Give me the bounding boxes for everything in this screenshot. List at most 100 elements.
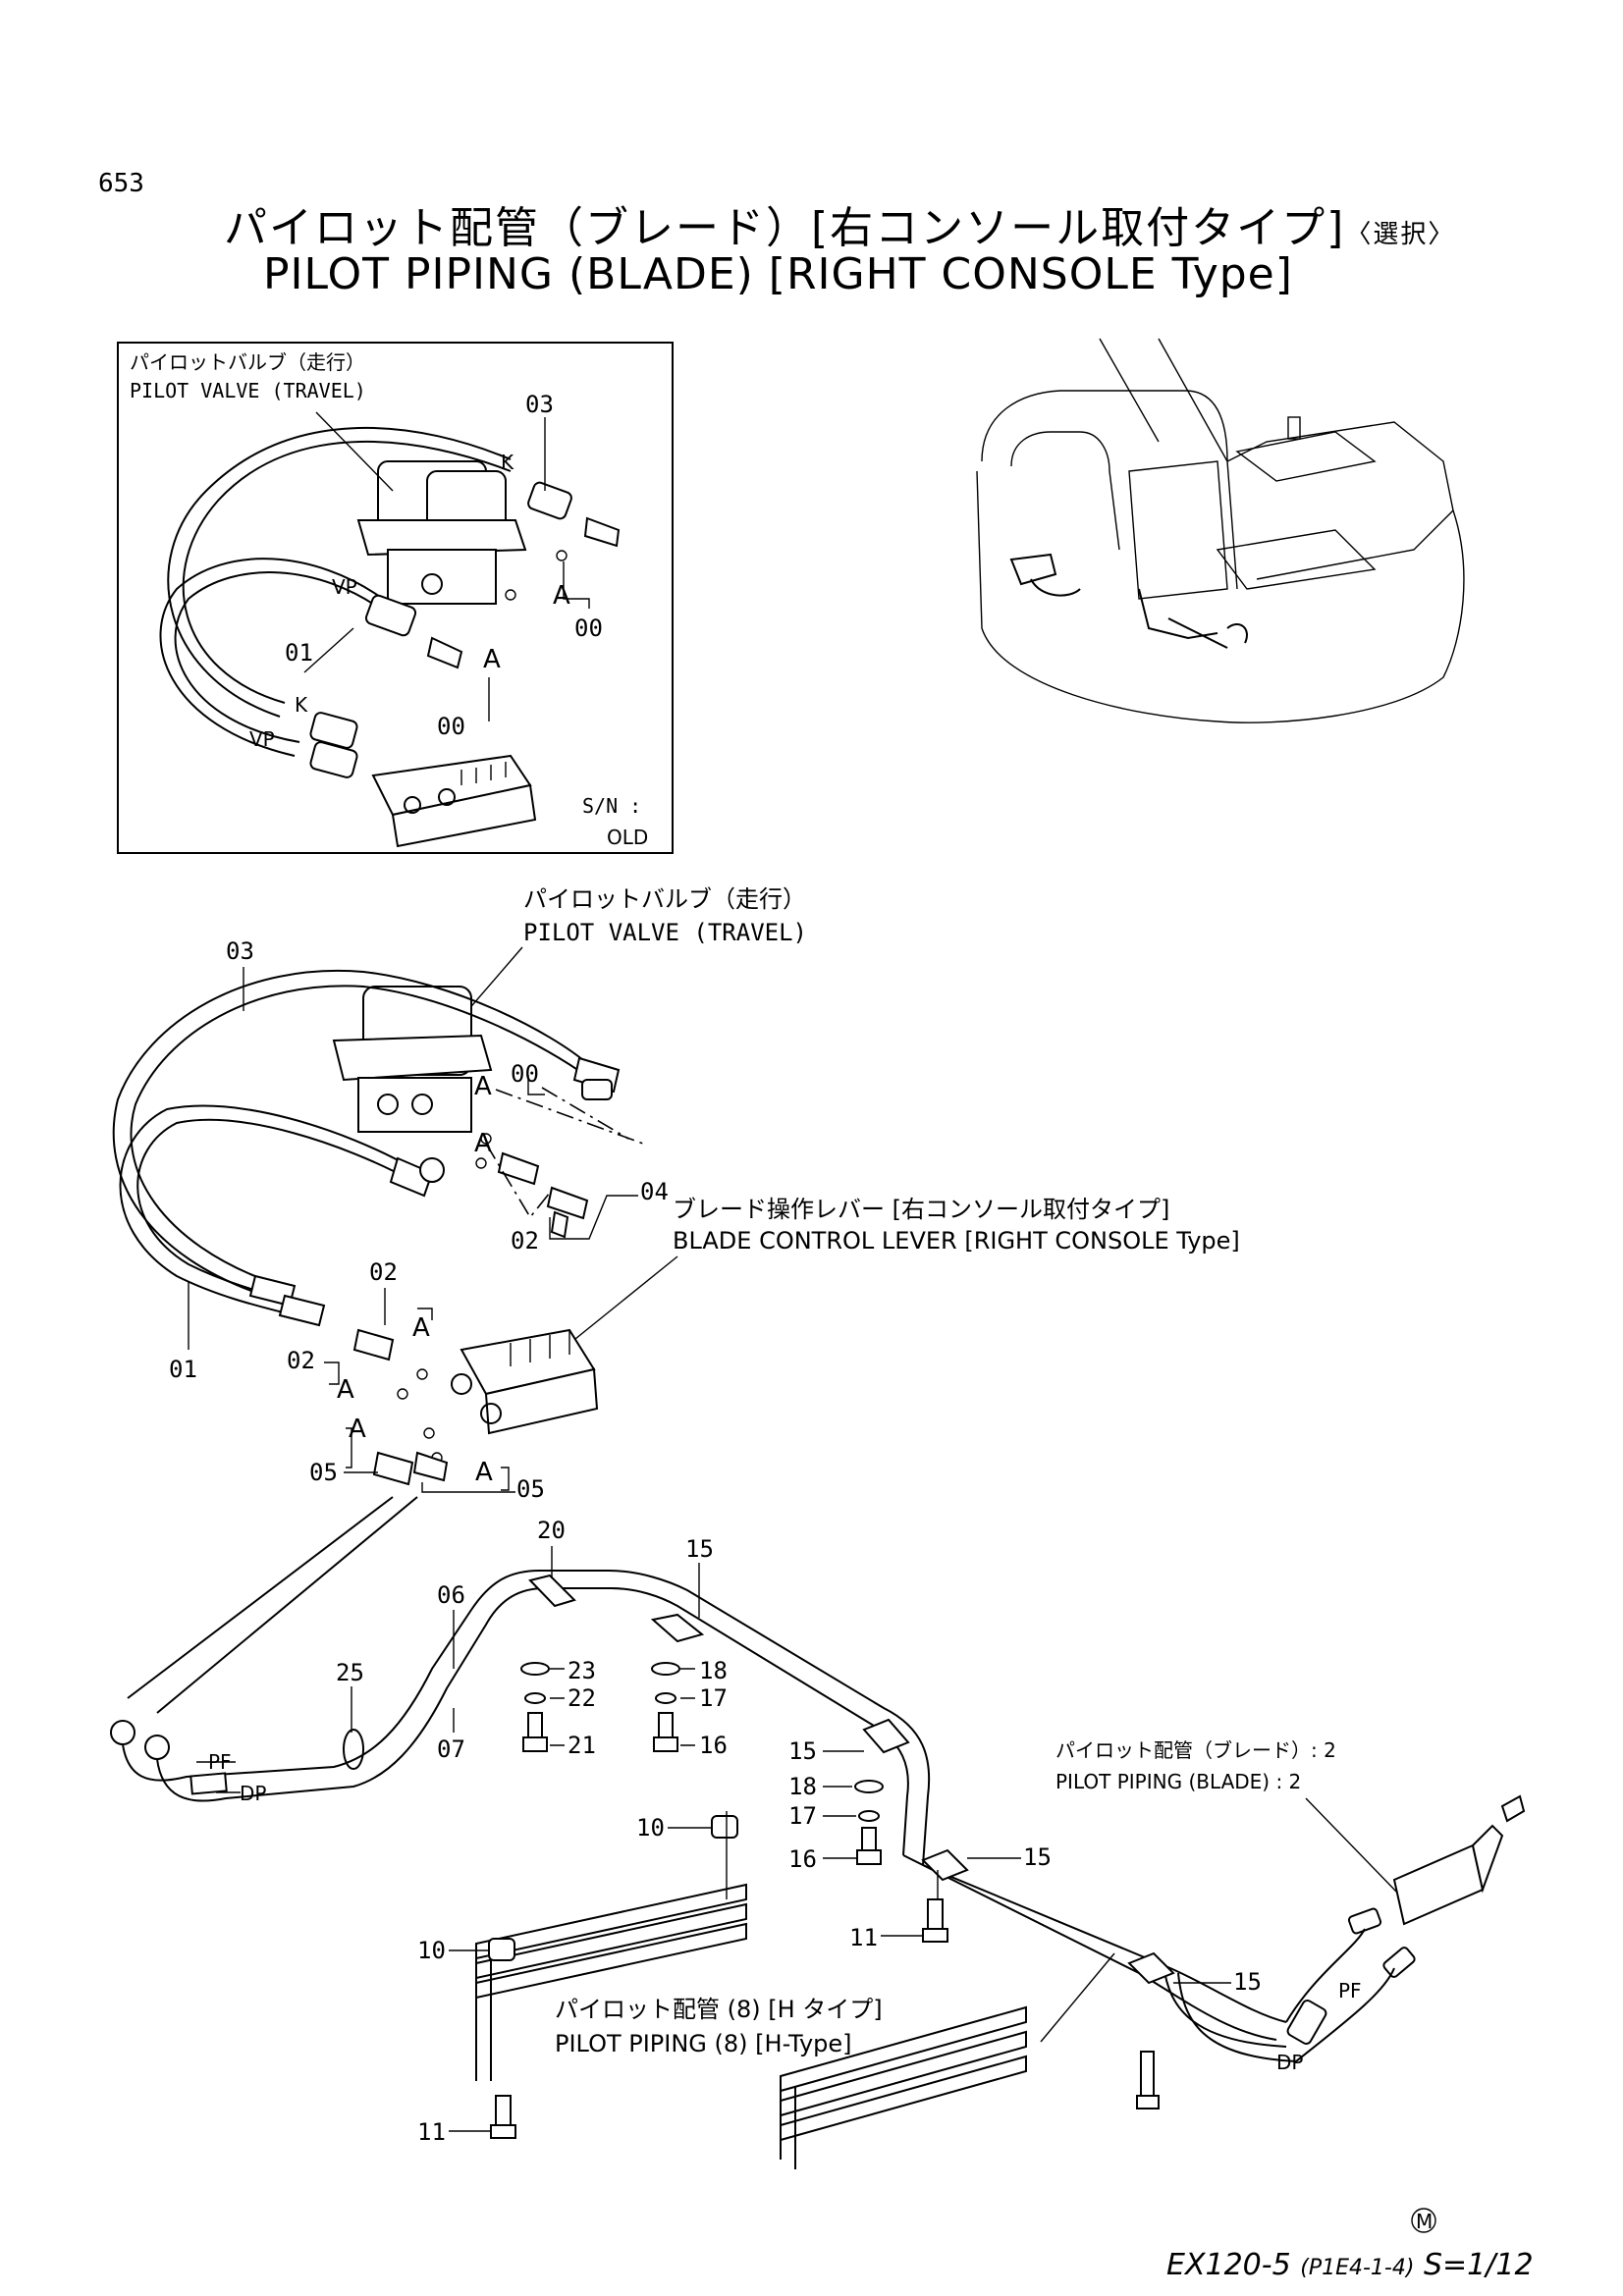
rail-mount-right xyxy=(780,1952,1160,2169)
elbow-05-left xyxy=(372,1451,414,1486)
inset-hose-vp-inner xyxy=(174,571,384,743)
label-dp-right: DP xyxy=(1276,2051,1303,2074)
clamp-15-right xyxy=(1127,1951,1175,1985)
label-pf-left: PF xyxy=(208,1750,232,1774)
blade-valve-block xyxy=(1392,1843,1485,1926)
inset-callout-vp-upper: VP xyxy=(332,575,357,599)
fitting-02-left-2 xyxy=(278,1294,326,1327)
fitting-pf-right xyxy=(1286,2000,1327,2045)
manual-mark-circle xyxy=(1411,2208,1436,2233)
inset-sn-value: OLD xyxy=(607,826,648,849)
callout-07: 07 xyxy=(437,1735,465,1763)
callout-05-left: 05 xyxy=(309,1459,338,1486)
callout-a-1: A xyxy=(474,1072,492,1101)
grommet-10-lower xyxy=(488,1938,515,1961)
callout-16-mid: 16 xyxy=(788,1845,817,1873)
inset-fitting-vp xyxy=(364,594,417,637)
callout-a-3: A xyxy=(412,1313,430,1343)
callout-03: 03 xyxy=(226,937,254,965)
machine-location-sketch xyxy=(976,338,1465,723)
callout-00: 00 xyxy=(511,1060,539,1088)
inset-callout-03: 03 xyxy=(525,391,554,418)
inset-hose-k-inner xyxy=(182,440,512,704)
footer-model: EX120-5 xyxy=(1166,2248,1291,2282)
inset-frame xyxy=(117,342,674,854)
inset-callout-k-upper: K xyxy=(501,451,514,474)
callout-05-right: 05 xyxy=(516,1475,545,1503)
callout-15-right: 15 xyxy=(1233,1968,1262,1996)
rail-mount-left: 10 10 11 11 パイロット配管 (8) [H タイプ] PILOT PI… xyxy=(417,1811,948,2146)
sketch-valve-mark xyxy=(1009,553,1057,586)
inset-valve-label-jp: パイロットバルブ（走行） xyxy=(130,350,365,374)
fitting-02-upper xyxy=(497,1151,540,1186)
hardware-stack-20: 23 22 21 xyxy=(520,1657,596,1759)
page-number: 653 xyxy=(98,169,144,198)
inset-fitting-vp-bottom xyxy=(309,741,358,778)
pilot-piping-blade-2: パイロット配管（ブレード）: 2 PILOT PIPING (BLADE) : … xyxy=(1055,1738,1526,2074)
elbow-05-right xyxy=(412,1451,449,1482)
inset-fitting-03 xyxy=(527,481,572,520)
callout-15-mid: 15 xyxy=(788,1737,817,1765)
bolt-right xyxy=(1140,2051,1155,2097)
callout-21: 21 xyxy=(568,1732,596,1759)
inset-callout-01: 01 xyxy=(285,639,313,667)
callout-18-top: 18 xyxy=(699,1657,728,1684)
pipe-pf xyxy=(122,1570,931,1866)
clamp-20 xyxy=(528,1574,576,1608)
lever-label-en: BLADE CONTROL LEVER [RIGHT CONSOLE Type] xyxy=(673,1227,1240,1255)
pipe-pf-lower xyxy=(922,1864,1287,2023)
clamp-15-top xyxy=(650,1613,705,1643)
hose-01-outer xyxy=(119,1104,413,1316)
pipe-dp-lower xyxy=(902,1854,1277,2041)
inset-valve-label-en: PILOT VALVE (TRAVEL) xyxy=(130,379,366,402)
callout-20: 20 xyxy=(537,1517,566,1544)
valve-label-en: PILOT VALVE (TRAVEL) xyxy=(523,919,807,946)
callout-18-mid: 18 xyxy=(788,1773,817,1800)
valve-label-jp: パイロットバルブ（走行） xyxy=(523,885,806,913)
footer-scale: S=1/12 xyxy=(1423,2248,1534,2282)
blade-control-lever-group: ブレード操作レバー [右コンソール取付タイプ] BLADE CONTROL LE… xyxy=(248,1196,1240,1503)
callout-a-2: A xyxy=(474,1129,492,1158)
title-option-tag: 〈選択〉 xyxy=(1345,220,1456,249)
callout-15-low: 15 xyxy=(1023,1843,1052,1871)
inset-callout-k-lower: K xyxy=(295,693,308,717)
inset-hose-k-outer xyxy=(167,426,512,718)
main-pilot-valve-flange xyxy=(332,1034,493,1082)
manual-mark-letter: M xyxy=(1416,2210,1433,2233)
inset-pilot-valve xyxy=(356,460,527,605)
callout-25: 25 xyxy=(336,1659,364,1686)
callout-23: 23 xyxy=(568,1657,596,1684)
piping2-label-en: PILOT PIPING (BLADE) : 2 xyxy=(1055,1770,1301,1793)
callout-11-lower: 11 xyxy=(417,2118,446,2146)
callout-17-mid: 17 xyxy=(788,1802,817,1830)
callout-a-4: A xyxy=(337,1375,354,1405)
callout-06: 06 xyxy=(437,1581,465,1609)
grommet-10-upper xyxy=(711,1815,738,1839)
callout-15-top: 15 xyxy=(685,1535,714,1563)
clamp-15-low xyxy=(921,1848,969,1882)
fitting-04 xyxy=(546,1186,589,1220)
inset-sn-label: S/N : xyxy=(582,794,641,818)
hardware-stack-15-mid: 18 17 16 xyxy=(788,1773,884,1873)
callout-16-top: 16 xyxy=(699,1732,728,1759)
piping8-label-en: PILOT PIPING (8) [H-Type] xyxy=(555,2030,852,2057)
footer-code: (P1E4-1-4) xyxy=(1300,2256,1415,2280)
inset-elbow-00-lower xyxy=(426,636,463,669)
inset-blade-lever-block xyxy=(371,754,537,848)
main-pilot-valve-group: パイロットバルブ（走行） PILOT VALVE (TRAVEL) 00 A A… xyxy=(112,885,807,1383)
callout-02-valve: 02 xyxy=(511,1227,539,1255)
lever-block-side xyxy=(484,1367,599,1435)
inset-callout-vp-lower: VP xyxy=(249,727,275,751)
callout-22: 22 xyxy=(568,1684,596,1712)
label-dp-left: DP xyxy=(240,1782,266,1805)
pipe-nut-pf xyxy=(110,1720,135,1745)
hose-03-outer xyxy=(112,969,590,1297)
callout-02-left: 02 xyxy=(287,1347,315,1374)
inset-callout-a-lower: A xyxy=(483,645,501,674)
hose-01-inner xyxy=(136,1118,413,1303)
callout-10-lower: 10 xyxy=(417,1937,446,1964)
inset-callout-a-right: A xyxy=(553,581,570,611)
bolt-11-upper xyxy=(927,1898,944,1930)
inset-hose-vp-outer xyxy=(159,558,384,757)
pilot-piping-routing: PF DP 20 15 15 15 15 06 07 25 xyxy=(110,1496,1297,2062)
